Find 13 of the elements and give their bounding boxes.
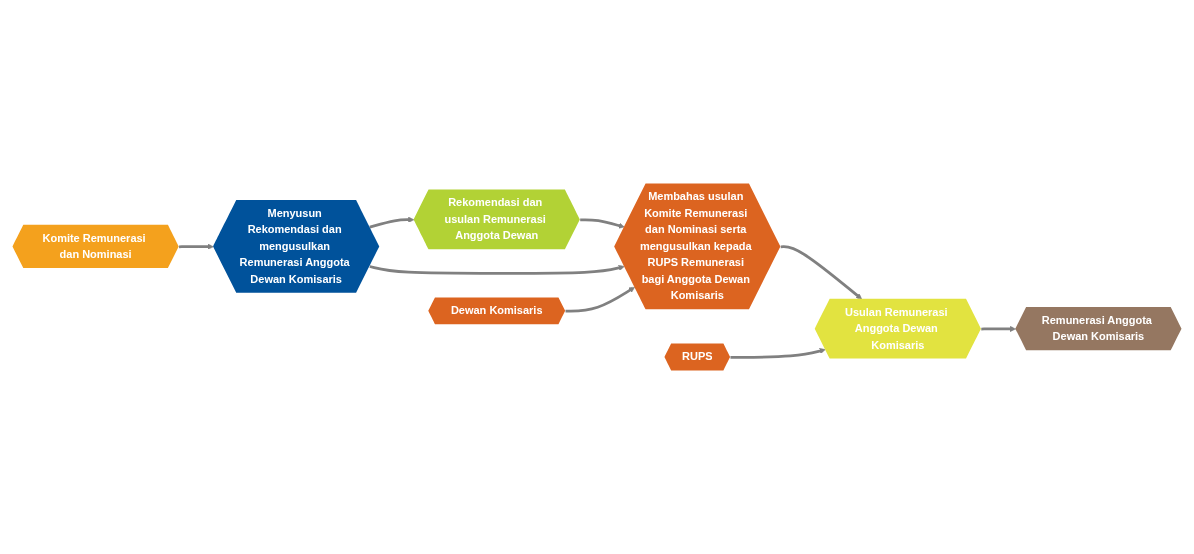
- arrow: [981, 325, 1016, 332]
- arrow: [580, 218, 625, 229]
- node-box: Remunerasi Anggota Dewan Komisaris: [1015, 307, 1182, 351]
- arrow: [565, 286, 635, 313]
- node-box: Komite Remunerasi dan Nominasi: [12, 224, 179, 269]
- node-box: Usulan Remunerasi Anggota Dewan Komisaris: [814, 298, 981, 359]
- arrow: [780, 245, 863, 300]
- node-box: Dewan Komisaris: [428, 297, 566, 325]
- arrow: [179, 243, 214, 250]
- arrow: [369, 264, 625, 275]
- node-box: Rekomendasi dan usulan Remunerasi Anggota Dewan: [413, 189, 580, 250]
- arrow: [730, 348, 826, 359]
- arrow: [369, 216, 415, 229]
